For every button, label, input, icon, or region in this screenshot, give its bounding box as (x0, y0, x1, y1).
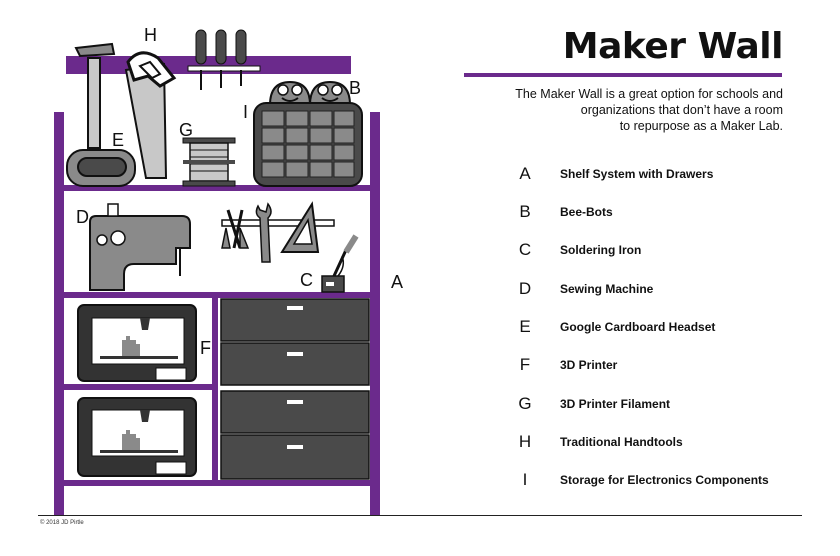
legend-text: Soldering Iron (560, 243, 642, 257)
legend-text: Storage for Electronics Components (560, 473, 769, 487)
label-h: H (144, 25, 157, 45)
bee-bot-icon (268, 80, 352, 106)
3d-printer-bottom-icon (77, 397, 197, 477)
handsaw-icon (124, 51, 177, 179)
legend-item: A Shelf System with Drawers (510, 162, 713, 186)
intro-line: organizations that don’t have a room (580, 103, 783, 117)
label-i: I (243, 102, 249, 122)
title-underline (464, 73, 782, 77)
filament-spool-icon (182, 137, 236, 187)
legend-text: 3D Printer Filament (560, 397, 671, 411)
legend-letter: F (519, 355, 531, 374)
intro-line: The Maker Wall is a great option for sch… (515, 87, 783, 101)
legend-text: Google Cardboard Headset (560, 320, 716, 334)
screwdriver-holder (187, 65, 261, 72)
page-title: Maker Wall (562, 26, 784, 67)
legend-item: F 3D Printer (510, 353, 618, 377)
label-g: G (179, 120, 194, 140)
legend-letter: A (519, 164, 531, 183)
label-a: A (391, 272, 404, 292)
legend-letter: G (518, 394, 532, 413)
component-storage-icon (253, 102, 363, 187)
copyright-notice: © 2018 JD Pirtle (40, 520, 84, 526)
label-c: C (300, 270, 313, 290)
legend-item: H Traditional Handtools (510, 430, 683, 454)
label-b: B (349, 78, 362, 98)
drawer-stack (220, 298, 370, 480)
sewing-machine-icon (89, 203, 191, 291)
label-d: D (76, 207, 89, 227)
hammer-icon (74, 42, 116, 149)
hand-tools-rack (221, 201, 335, 263)
shelf-system (54, 112, 380, 515)
legend-text: Bee-Bots (560, 205, 613, 219)
label-e: E (112, 130, 125, 150)
intro-line: to repurpose as a Maker Lab. (619, 119, 783, 133)
legend-letter: E (519, 317, 531, 336)
legend-item: C Soldering Iron (510, 238, 641, 262)
legend-letter: C (518, 240, 532, 259)
legend-letter: D (518, 279, 532, 298)
legend-text: Sewing Machine (560, 282, 654, 296)
legend-item: G 3D Printer Filament (510, 392, 670, 416)
legend-letter: I (522, 470, 528, 489)
3d-printer-top-icon (77, 304, 197, 382)
soldering-iron-icon (321, 234, 359, 293)
legend-text: 3D Printer (560, 358, 618, 372)
cardboard-headset-icon (66, 149, 136, 187)
legend-item: I Storage for Electronics Components (510, 468, 769, 492)
intro-text: The Maker Wall is a great option for sch… (470, 86, 783, 134)
legend-text: Shelf System with Drawers (560, 167, 714, 181)
legend-letter: B (519, 202, 531, 221)
legend-text: Traditional Handtools (560, 435, 683, 449)
label-f: F (200, 338, 211, 358)
legend-item: E Google Cardboard Headset (510, 315, 715, 339)
legend-letter: H (518, 432, 532, 451)
screwdrivers-icon (195, 29, 247, 90)
footer-divider (38, 515, 802, 516)
legend-item: B Bee-Bots (510, 200, 613, 224)
legend-item: D Sewing Machine (510, 277, 654, 301)
